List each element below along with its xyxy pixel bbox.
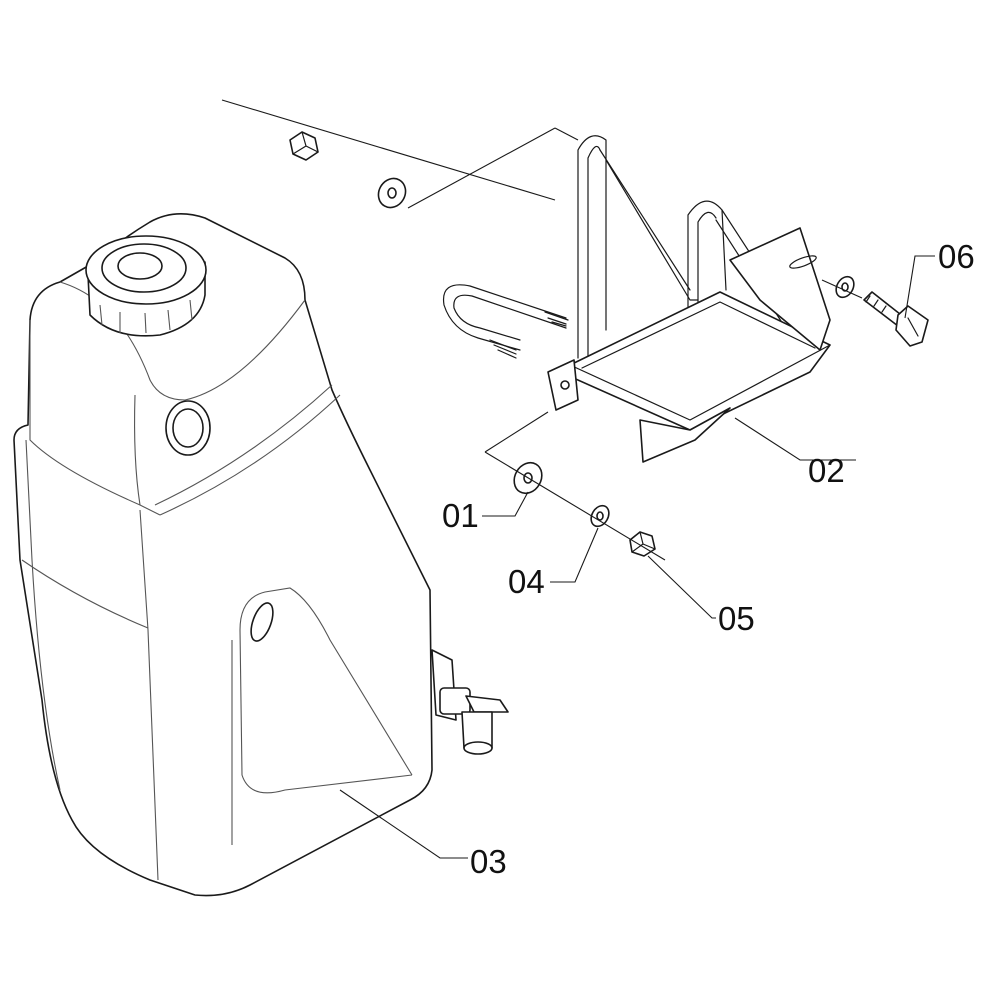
nut-05: [629, 531, 656, 557]
bolt-06: [863, 291, 929, 347]
assembly-lines: [221, 99, 863, 561]
callout-06: 06: [938, 238, 975, 275]
callout-leaders: [339, 255, 935, 859]
u-bolt: [442, 284, 569, 359]
top-washer: [377, 177, 407, 209]
callout-04: 04: [508, 563, 545, 600]
top-nut: [289, 131, 319, 161]
callout-02: 02: [808, 452, 845, 489]
lock-washer-04: [590, 504, 610, 528]
tank-cap: [85, 235, 207, 337]
callout-01: 01: [442, 497, 479, 534]
callout-03: 03: [470, 843, 507, 880]
drain-tap: [431, 649, 509, 755]
water-tank: [13, 213, 509, 897]
mounting-bracket: [442, 135, 831, 463]
callout-05: 05: [718, 600, 755, 637]
